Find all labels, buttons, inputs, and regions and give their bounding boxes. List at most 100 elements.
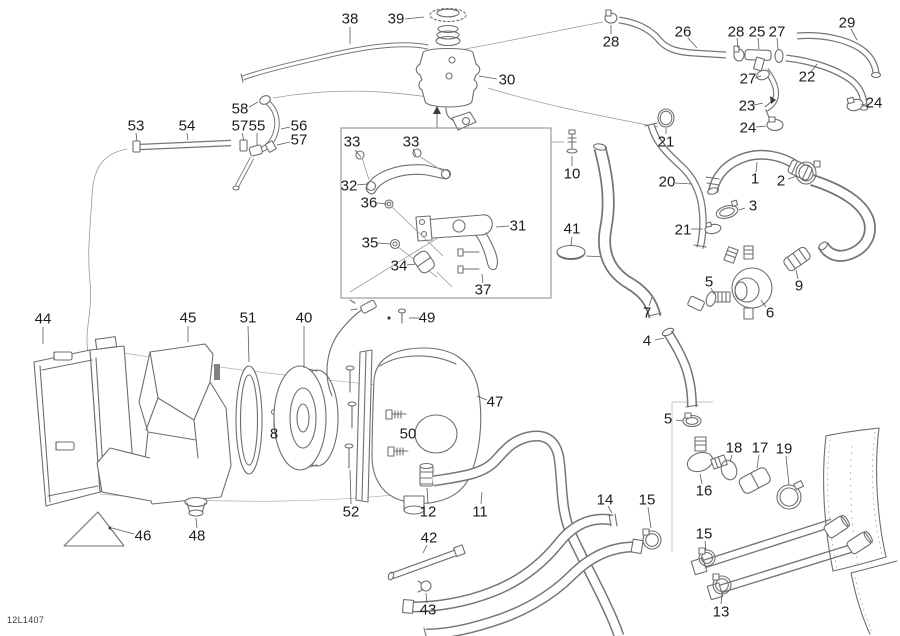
part-label-27: 27	[769, 24, 786, 41]
part-label-28: 28	[728, 24, 745, 41]
part-label-50: 50	[400, 426, 417, 443]
leader-line-27	[754, 75, 762, 79]
part-label-57: 57	[291, 132, 308, 149]
leader-line-11	[480, 491, 483, 505]
leader-line-17	[756, 454, 760, 469]
part-label-18: 18	[726, 440, 743, 457]
bracket-31	[423, 214, 493, 239]
part-label-29: 29	[839, 15, 856, 32]
engine-hoses	[593, 143, 870, 428]
part-label-19: 19	[776, 441, 793, 458]
leader-line-9	[795, 269, 799, 280]
part-label-57: 57	[232, 118, 249, 135]
drain-tube-42	[387, 544, 466, 593]
clamp-18	[720, 459, 738, 481]
part-label-16: 16	[696, 483, 713, 500]
part-label-45: 45	[180, 310, 197, 327]
fan-wire	[326, 299, 407, 397]
leader-line-24	[755, 125, 767, 128]
leader-line-54	[186, 132, 189, 141]
elbow-fitting	[687, 295, 705, 312]
part-label-31: 31	[510, 218, 527, 235]
part-label-43: 43	[420, 602, 437, 619]
pump-stub	[743, 307, 754, 320]
leader-line-41	[570, 236, 573, 247]
leader-line-52	[349, 469, 352, 505]
part-label-49: 49	[419, 310, 436, 327]
outlet-fitting-12	[419, 462, 434, 487]
leader-line-33	[412, 148, 417, 157]
part-label-15: 15	[639, 492, 656, 509]
pump-housing-6	[687, 245, 811, 320]
document-code: 12L1407	[7, 615, 45, 625]
part-label-13: 13	[713, 604, 730, 621]
part-label-36: 36	[361, 195, 378, 212]
leader-line-5	[710, 287, 715, 295]
part-label-46: 46	[135, 528, 152, 545]
fan-ring	[235, 365, 263, 475]
part-label-20: 20	[659, 174, 676, 191]
leader-line-35	[377, 242, 392, 245]
leader-line-34	[406, 263, 417, 266]
leader-line-24	[860, 103, 867, 106]
clamp-15a	[642, 530, 662, 550]
part-label-33: 33	[344, 134, 361, 151]
vent-hose-38	[240, 45, 428, 83]
leader-line-36	[376, 202, 388, 205]
part-label-17: 17	[752, 440, 769, 457]
part-label-12: 12	[420, 504, 437, 521]
housing-screws-50	[385, 409, 409, 457]
leader-line-15	[704, 540, 707, 551]
part-label-27: 27	[740, 71, 757, 88]
part-label-1: 1	[751, 171, 759, 188]
lower-hose-group	[401, 436, 856, 636]
leader-line-42	[422, 544, 428, 554]
leader-line-29	[850, 28, 858, 41]
part-label-14: 14	[597, 492, 614, 509]
clamp-58	[259, 95, 271, 105]
part-label-42: 42	[421, 530, 438, 547]
tee-55	[248, 144, 263, 157]
part-label-10: 10	[564, 166, 581, 183]
clamp-21a	[657, 108, 675, 128]
leader-line-4	[654, 337, 665, 341]
leader-line-31	[495, 225, 510, 228]
part-label-40: 40	[296, 310, 313, 327]
part-label-11: 11	[472, 504, 488, 521]
leader-line-57	[241, 132, 245, 142]
radiator-pin	[53, 351, 73, 361]
leader-line-5	[675, 419, 684, 422]
tee-16	[686, 436, 728, 473]
leader-line-30	[478, 75, 498, 80]
leader-line-18	[729, 454, 733, 463]
part-label-24: 24	[740, 120, 757, 137]
leader-line-3	[738, 207, 746, 211]
bolt-33b	[412, 148, 422, 158]
leader-line-14	[607, 505, 613, 514]
leader-line-39	[404, 16, 425, 20]
part-label-7: 7	[643, 305, 651, 322]
bolts-37	[457, 248, 480, 274]
part-label-26: 26	[675, 24, 692, 41]
part-label-25: 25	[749, 24, 766, 41]
vent-line-assembly	[132, 95, 277, 191]
part-label-41: 41	[564, 221, 581, 238]
part-label-21: 21	[675, 222, 692, 239]
leader-line-58	[248, 101, 259, 108]
leader-line-53	[135, 132, 138, 142]
leader-line-43	[425, 592, 428, 604]
part-label-24: 24	[866, 95, 883, 112]
part-label-3: 3	[749, 198, 757, 215]
radiator-pin	[55, 441, 75, 451]
tee-25-stub	[753, 56, 765, 72]
leader-line-22	[810, 63, 818, 73]
leader-line-2	[787, 175, 798, 180]
part-label-28: 28	[603, 34, 620, 51]
long-screws-52	[344, 365, 357, 469]
pump-barb	[743, 245, 754, 260]
part-label-8: 8	[270, 426, 278, 443]
leader-line-12	[426, 487, 429, 505]
tunnel-panel	[823, 427, 898, 635]
part-label-44: 44	[35, 311, 52, 328]
